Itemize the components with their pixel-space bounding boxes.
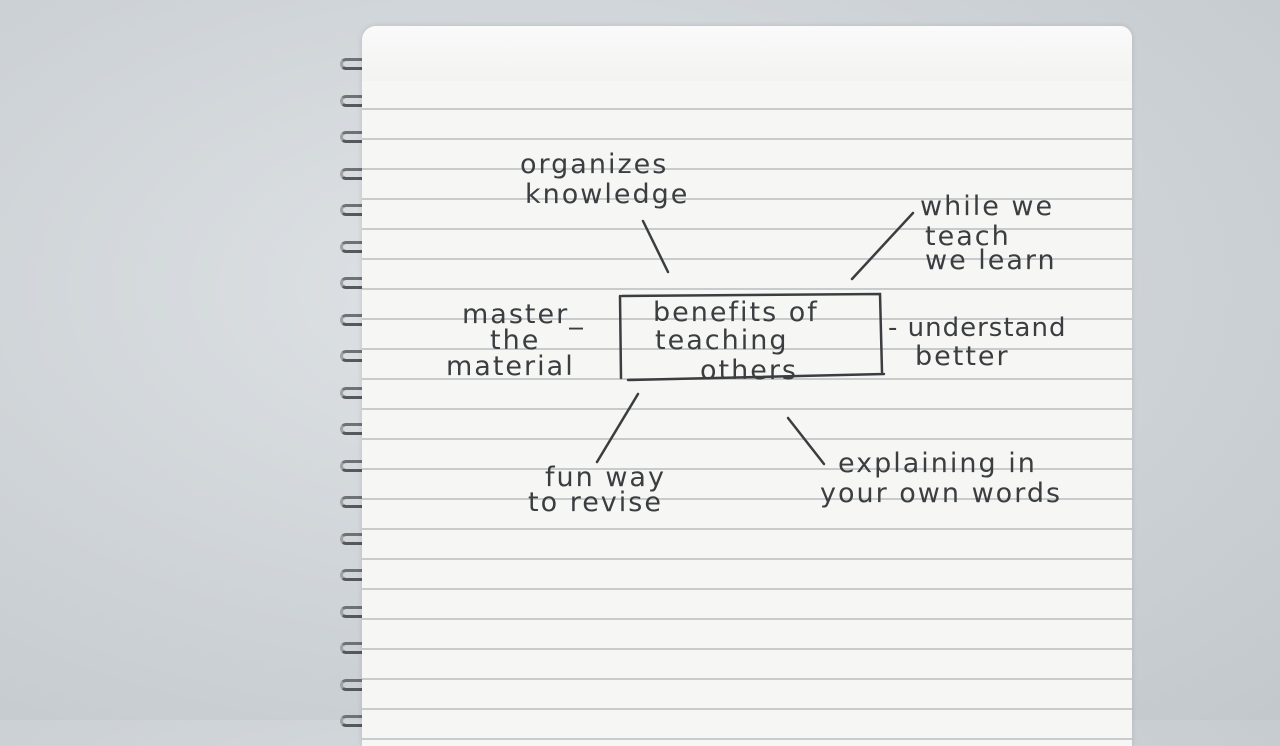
- node-explaining-line1: explaining in: [838, 448, 1037, 479]
- node-master-line1: master_: [462, 299, 585, 330]
- node-master-line2: the: [490, 325, 541, 356]
- center-line1: benefits of: [653, 297, 819, 328]
- node-understand-line2: better: [915, 341, 1010, 372]
- mind-map-connectors: [595, 211, 915, 466]
- node-while-we-line1: while we: [920, 191, 1055, 222]
- connector-fun-way: [595, 392, 640, 464]
- node-understand-line1: - understand: [888, 313, 1067, 343]
- ruled-lines: [362, 26, 1132, 746]
- node-fun-way-line2: to revise: [528, 487, 663, 518]
- node-organizes-line2: knowledge: [525, 179, 690, 210]
- node-organizes-line1: organizes: [520, 149, 669, 180]
- node-master-line3: material: [446, 351, 575, 382]
- center-line2: teaching: [655, 325, 789, 356]
- notebook-page: [362, 26, 1132, 746]
- node-while-we-line3: we learn: [925, 245, 1057, 276]
- page-header-band: [362, 26, 1132, 81]
- center-box: [618, 292, 886, 382]
- connector-explaining: [786, 416, 826, 466]
- node-while-we-line2: teach: [925, 221, 1011, 252]
- connector-organizes: [641, 219, 670, 274]
- node-fun-way-line1: fun way: [545, 462, 666, 493]
- connector-while-we-teach: [850, 211, 915, 281]
- center-line3: others: [700, 355, 798, 386]
- node-explaining-line2: your own words: [820, 478, 1063, 509]
